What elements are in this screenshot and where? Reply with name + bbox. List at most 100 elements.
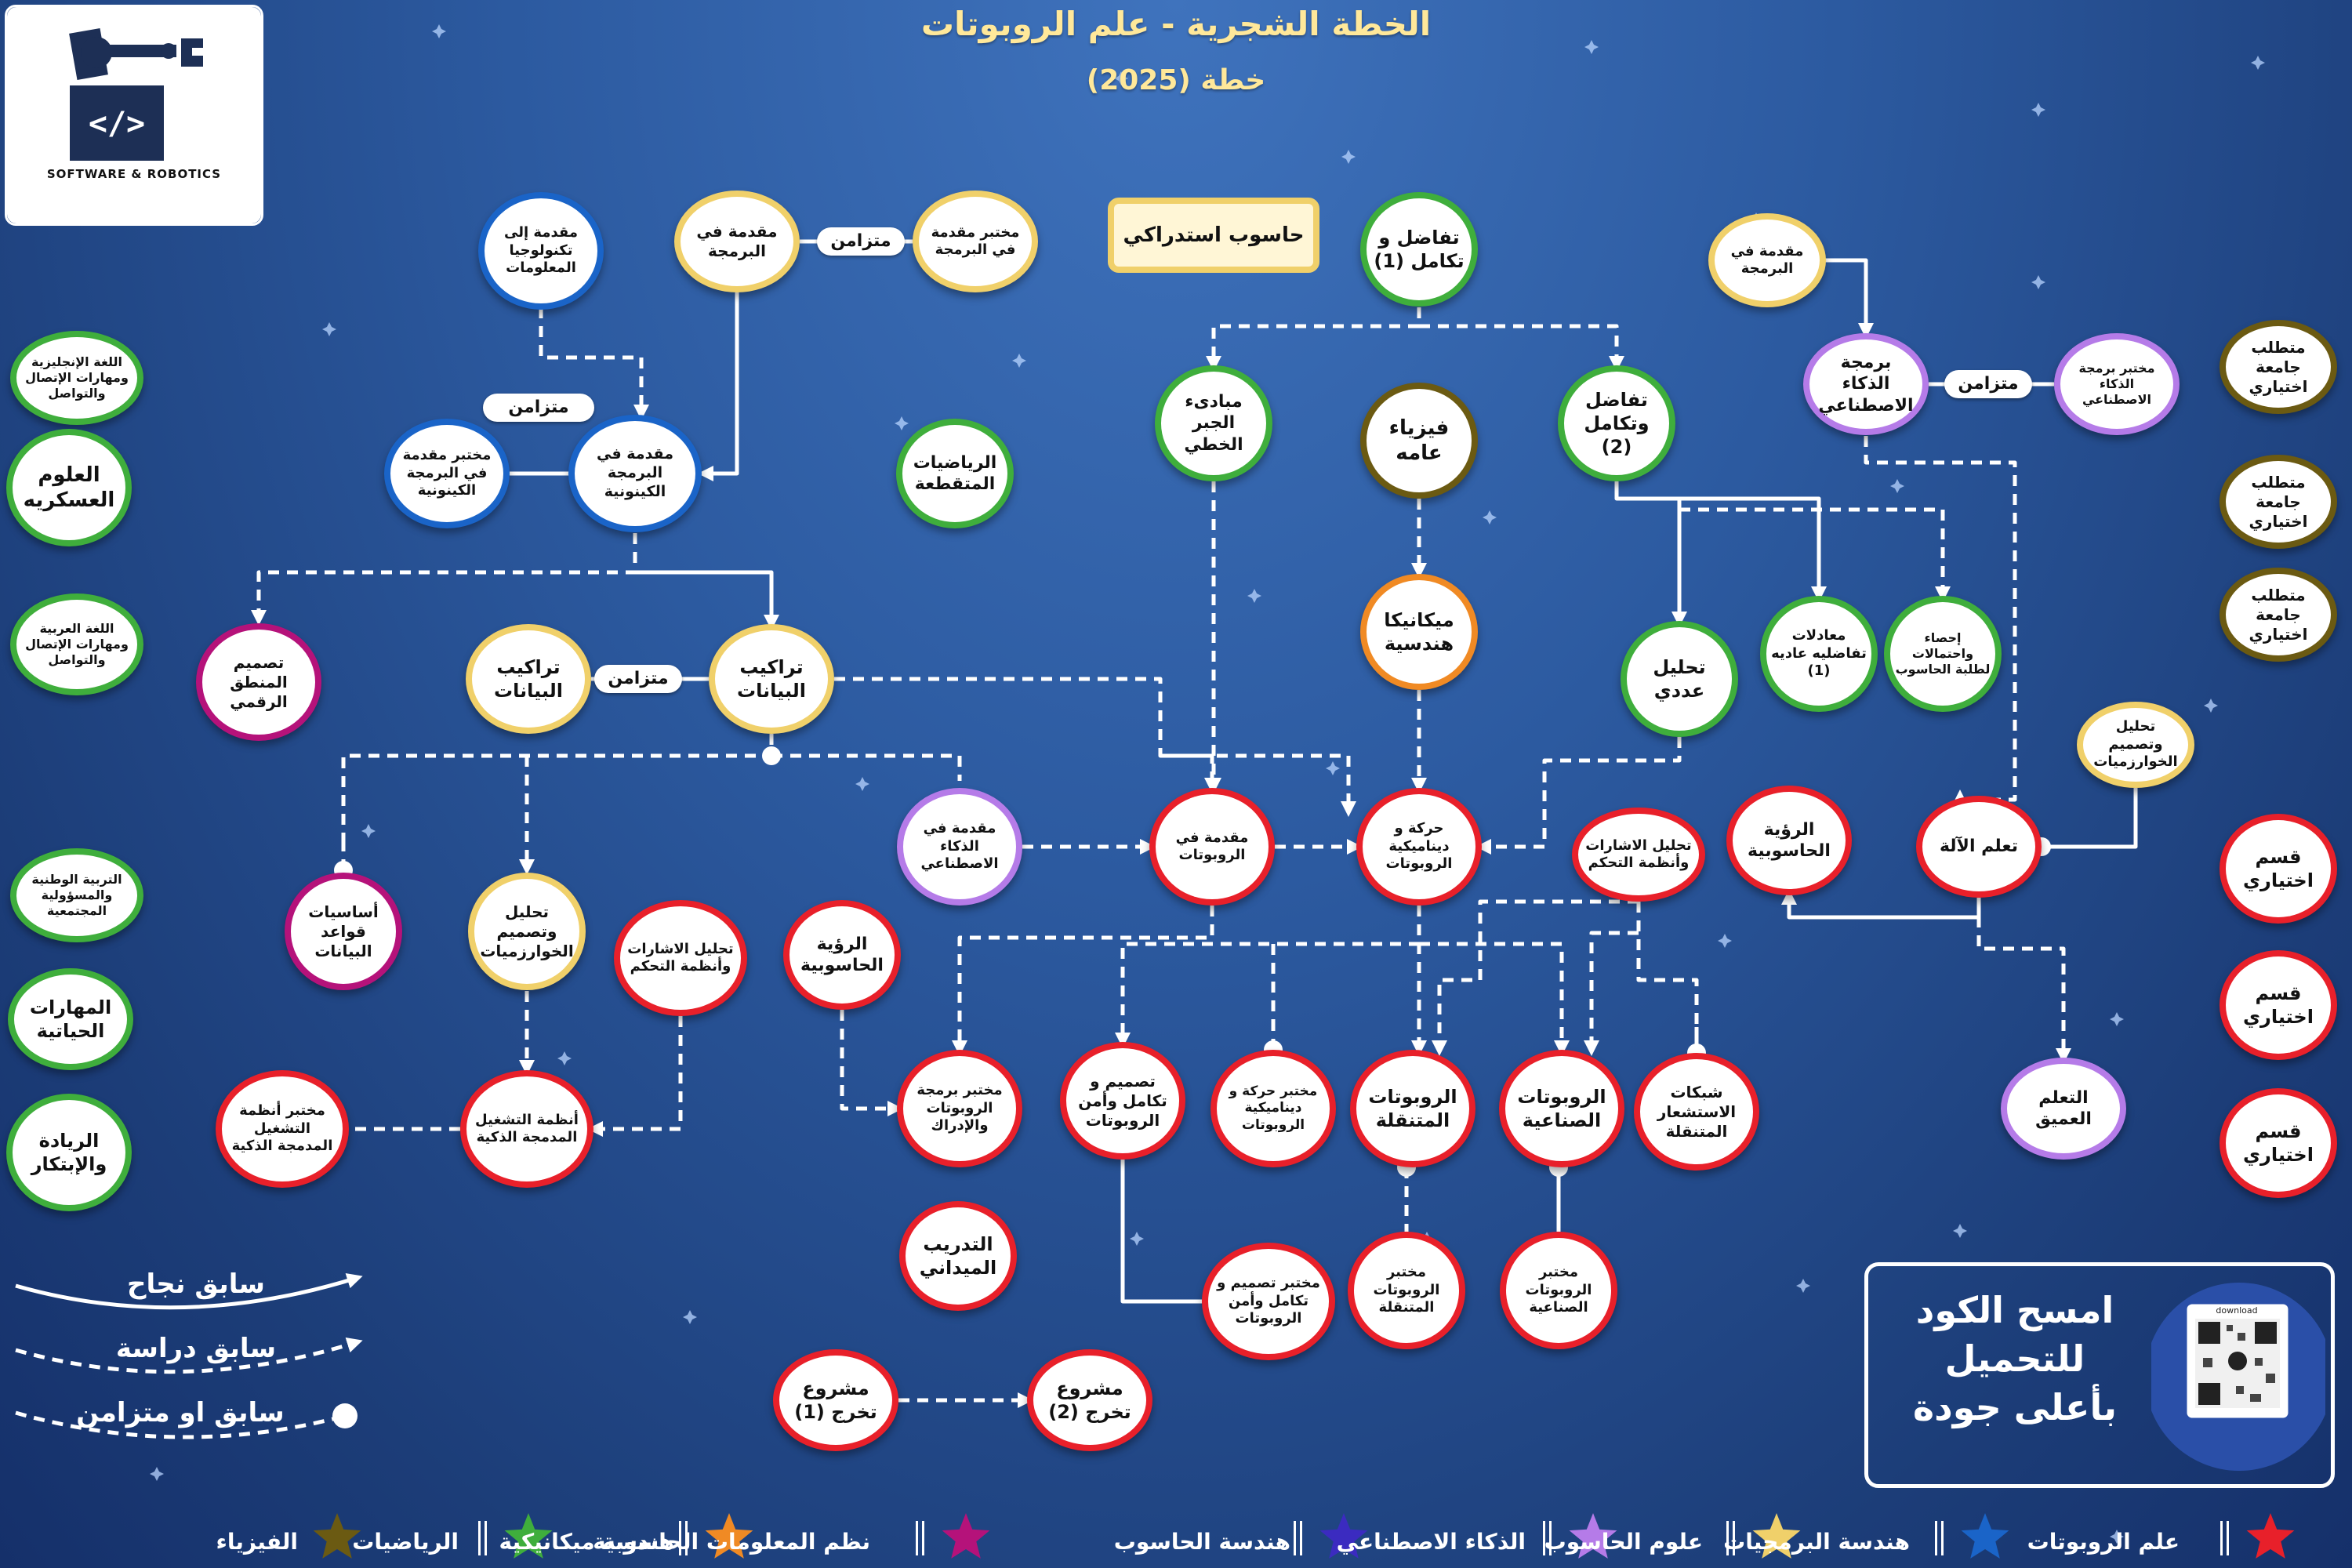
course-label: مقدمة إلى تكنولوجيا المعلومات xyxy=(504,224,578,277)
course-ai-prog[interactable]: برمجة الذكاء الاصطناعي xyxy=(1803,333,1929,435)
course-discrete[interactable]: الرياضيات المتقطعة xyxy=(896,419,1014,528)
course-ds-b[interactable]: تراكيب البيانات xyxy=(466,624,591,734)
course-lab-embedded[interactable]: مختبر أنظمة التشغيل المدمجة الذكية xyxy=(216,1070,349,1188)
course-military[interactable]: العلوم العسكريه xyxy=(6,429,132,546)
course-computer-prereq[interactable]: حاسوب استدراكي xyxy=(1108,198,1319,273)
course-calc2[interactable]: تفاضل وتكامل (2) xyxy=(1558,365,1675,481)
course-label: مختبر تصميم و تكامل وأمن الروبوتات xyxy=(1217,1275,1320,1327)
course-label: تفاضل وتكامل (2) xyxy=(1584,389,1650,458)
prerequisite-edge xyxy=(539,307,649,420)
course-oop[interactable]: مقدمة في البرمجة الكينونية xyxy=(568,415,702,532)
course-english[interactable]: اللغة الإنجليزية ومهارات الإتصال والتواص… xyxy=(10,331,143,425)
prerequisite-edge xyxy=(1679,496,1827,602)
course-algo-design-r[interactable]: تحليل وتصميم الخوارزميات xyxy=(2077,702,2194,788)
course-grad1[interactable]: مشروع تخرج (1) xyxy=(773,1349,898,1451)
page-subtitle: خطة (2025) xyxy=(1086,64,1266,96)
course-comp-vision-l[interactable]: الرؤية الحاسوبية xyxy=(783,900,901,1010)
course-lab-oop[interactable]: مختبر مقدمة في البرمجة الكينونية xyxy=(384,419,510,528)
course-lab-industrial[interactable]: مختبر الروبوتات الصناعية xyxy=(1500,1232,1617,1349)
course-linalg[interactable]: مبادىء الجبر الخطي xyxy=(1155,365,1272,481)
legend-star-icon xyxy=(2246,1513,2295,1559)
course-uni-elective1[interactable]: متطلب جامعة اختياري xyxy=(2220,320,2337,414)
course-lab-ai-prog[interactable]: مختبر برمجة الذكاء الاصطناعي xyxy=(2054,333,2180,435)
course-life-skills[interactable]: المهارات الحياتية xyxy=(8,968,133,1070)
course-lab-robot-design[interactable]: مختبر تصميم و تكامل وأمن الروبوتات xyxy=(1202,1243,1335,1360)
course-intro-ai[interactable]: مقدمة في الذكاء الاصطناعي xyxy=(897,788,1022,906)
legend-divider xyxy=(685,1521,688,1555)
course-label: الريادة والإبتكار xyxy=(31,1130,107,1175)
course-label: التعلم العميق xyxy=(2035,1087,2092,1130)
qr-code-icon[interactable] xyxy=(2151,1276,2325,1472)
course-intro-prog[interactable]: مقدمة في البرمجة xyxy=(674,191,800,292)
course-arabic[interactable]: اللغة العربية ومهارات الإتصال والتواصل xyxy=(10,593,143,695)
qr-text: امسح الكود للتحميل بأعلى جودة xyxy=(1912,1289,2118,1429)
course-label: حركة و ديناميكية الروبوتات xyxy=(1385,820,1453,873)
legend-star-icon xyxy=(504,1513,553,1559)
course-label: مقدمة في الروبوتات xyxy=(1175,829,1249,864)
legend-star-icon xyxy=(1961,1513,2009,1559)
course-signals-l[interactable]: تحليل الاشارات وأنظمة التحكم xyxy=(614,900,747,1016)
course-uni-elective3[interactable]: متطلب جامعة اختياري xyxy=(2220,568,2337,662)
robot-arm-code-icon: </> xyxy=(7,7,261,223)
concurrent-label-prog: متزامن xyxy=(817,227,905,256)
legend-category-label: الفيزياء xyxy=(216,1529,298,1555)
legend-category-label: هندسة الحاسوب xyxy=(1113,1529,1290,1555)
course-label: تصميم و تكامل وأمن الروبوتات xyxy=(1078,1071,1167,1130)
course-uni-elective2[interactable]: متطلب جامعة اختياري xyxy=(2220,455,2337,549)
course-lab-robot-prog[interactable]: مختبر برمجة الروبوتات والإدراك xyxy=(897,1050,1022,1167)
prerequisite-edge xyxy=(341,734,774,844)
course-algo-design[interactable]: تحليل وتصميم الخوارزميات xyxy=(468,873,586,990)
course-mobile-robots[interactable]: الروبوتات المتنقلة xyxy=(1350,1050,1475,1167)
course-diff-eq[interactable]: معادلات تفاضليه عاديه (1) xyxy=(1760,596,1878,712)
course-intro-it[interactable]: مقدمة إلى تكنولوجيا المعلومات xyxy=(478,192,604,310)
legend-divider xyxy=(1935,1521,1937,1555)
course-dept-elective3[interactable]: قسم اختياري xyxy=(2220,1088,2337,1198)
course-sensor-networks[interactable]: شبكات الاستشعار المتنقلة xyxy=(1634,1053,1759,1171)
course-national[interactable]: التربية الوطنية والمسؤولية المجتمعية xyxy=(10,848,143,942)
course-lab-intro-prog[interactable]: مختبر مقدمة في البرمجة xyxy=(913,191,1038,292)
star-decoration xyxy=(1953,1224,1967,1238)
course-digital-logic[interactable]: تصميم المنطق الرقمي xyxy=(196,623,321,741)
course-numerical[interactable]: تحليل عددي xyxy=(1621,621,1738,737)
course-label: مقدمة في البرمجة xyxy=(696,222,778,260)
course-intro-robotics[interactable]: مقدمة في الروبوتات xyxy=(1149,788,1275,906)
course-lab-kinematics[interactable]: مختبر حركة و ديناميكية الروبوتات xyxy=(1210,1050,1336,1167)
course-deep-learning[interactable]: التعلم العميق xyxy=(2001,1058,2126,1160)
star-decoration xyxy=(2031,103,2045,117)
course-grad2[interactable]: مشروع تخرج (2) xyxy=(1027,1349,1152,1451)
page-title: الخطة الشجرية - علم الروبوتات xyxy=(920,5,1432,43)
qr-box xyxy=(1864,1262,2335,1488)
course-label: مقدمة في البرمجة xyxy=(1730,242,1804,278)
legend-star-icon xyxy=(1319,1513,1368,1559)
course-robot-design[interactable]: تصميم و تكامل وأمن الروبوتات xyxy=(1060,1042,1185,1160)
course-label: حاسوب استدراكي xyxy=(1123,223,1305,247)
course-db[interactable]: أساسيات قواعد البيانات xyxy=(285,873,402,990)
course-kinematics[interactable]: حركة و ديناميكية الروبوتات xyxy=(1356,788,1482,906)
prerequisite-edge xyxy=(1636,902,1699,1053)
course-eng-mech[interactable]: ميكانيكا هندسية xyxy=(1360,574,1478,690)
course-entrepreneurship[interactable]: الريادة والإبتكار xyxy=(6,1094,132,1211)
course-signals-r[interactable]: تحليل الاشارات وأنظمة التحكم xyxy=(1572,808,1705,902)
course-calc1[interactable]: تفاضل و تكامل (1) xyxy=(1360,192,1478,307)
course-label: قسم اختياري xyxy=(2243,982,2314,1028)
course-physics[interactable]: فيزياء عامه xyxy=(1360,383,1478,499)
course-lab-mobile[interactable]: مختبر الروبوتات المتنقلة xyxy=(1348,1232,1465,1349)
legend-category-label: هندسة البرمجيات xyxy=(1723,1529,1910,1555)
course-dept-elective2[interactable]: قسم اختياري xyxy=(2220,950,2337,1060)
legend-divider xyxy=(1733,1521,1735,1555)
course-comp-vision-r[interactable]: الرؤية الحاسوبية xyxy=(1726,786,1852,895)
course-intro-prog-r[interactable]: مقدمة في البرمجة xyxy=(1708,213,1826,307)
legend-divider xyxy=(1726,1521,1729,1555)
course-ml[interactable]: تعلم الآلة xyxy=(1916,796,2042,898)
concurrent-dot xyxy=(762,746,781,765)
course-ds[interactable]: تراكيب البيانات xyxy=(709,624,834,734)
course-industrial-robots[interactable]: الروبوتات الصناعية xyxy=(1499,1050,1624,1167)
course-embedded[interactable]: أنظمة التشغيل المدمجة الذكية xyxy=(460,1070,593,1188)
star-decoration xyxy=(432,24,446,38)
legend-category-label: الرياضيات xyxy=(352,1529,459,1555)
course-label: تفاضل و تكامل (1) xyxy=(1374,227,1465,272)
course-dept-elective1[interactable]: قسم اختياري xyxy=(2220,814,2337,924)
course-stats[interactable]: إحصاء واحتمالات لطلبة الحاسوب xyxy=(1884,596,2002,712)
course-field-training[interactable]: التدريب الميداني xyxy=(899,1201,1017,1311)
